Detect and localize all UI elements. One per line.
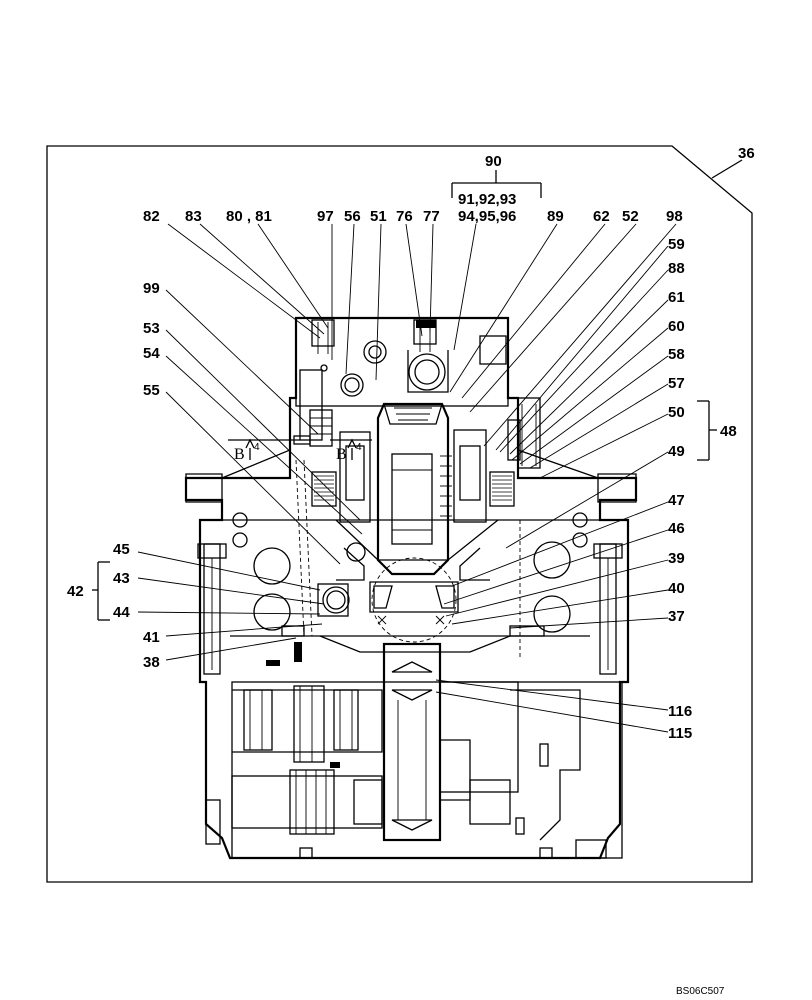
section-mark-b-left: B [234,446,245,463]
callout-37: 37 [668,608,685,625]
diagram-frame [46,145,753,883]
callout-51: 51 [370,208,387,225]
section-mark-arrow-label-left: 4 [254,442,260,453]
motor-assembly-drawing [184,316,638,860]
leader-lines [137,223,677,733]
callout-55: 55 [143,382,160,399]
callout-62: 62 [593,208,610,225]
callout-77: 77 [423,208,440,225]
callout-56: 56 [344,208,361,225]
callout-46: 46 [668,520,685,537]
callout-group-94-95-96: 94,95,96 [458,208,516,225]
callout-58: 58 [668,346,685,363]
callout-98: 98 [666,208,683,225]
callout-57: 57 [668,375,685,392]
frame-leader-36 [711,159,743,179]
callout-88: 88 [668,260,685,277]
bracket-48 [697,400,717,461]
callout-82: 82 [143,208,160,225]
section-line-b [228,438,372,460]
callout-89: 89 [547,208,564,225]
callout-40: 40 [668,580,685,597]
section-mark-b-right: B [336,446,347,463]
callout-52: 52 [622,208,639,225]
callout-97: 97 [317,208,334,225]
callout-group-42: 42 [67,583,84,600]
callout-50: 50 [668,404,685,421]
callout-49: 49 [668,443,685,460]
brake-disc-stack-right [489,471,515,507]
callout-group-48: 48 [720,423,737,440]
callout-group-90: 90 [485,153,502,170]
image-id: BS06C507 [676,986,725,997]
callout-53: 53 [143,320,160,337]
callout-44: 44 [113,604,130,621]
callout-116: 116 [668,703,692,720]
callout-60: 60 [668,318,685,335]
callout-45: 45 [113,541,130,558]
callout-80-81: 80 , 81 [226,208,272,225]
callout-59: 59 [668,236,685,253]
callout-39: 39 [668,550,685,567]
callout-38: 38 [143,654,160,671]
callout-group-91-92-93: 91,92,93 [458,191,516,208]
bracket-42 [92,561,110,621]
callout-43: 43 [113,570,130,587]
callout-41: 41 [143,629,160,646]
callout-47: 47 [668,492,685,509]
callout-115: 115 [668,725,692,742]
callout-36: 36 [738,145,755,162]
callout-99: 99 [143,280,160,297]
bracket-90 [451,170,542,198]
callout-54: 54 [143,345,160,362]
callout-76: 76 [396,208,413,225]
callout-83: 83 [185,208,202,225]
section-mark-arrow-label-right: 4 [356,442,362,453]
callout-61: 61 [668,289,685,306]
